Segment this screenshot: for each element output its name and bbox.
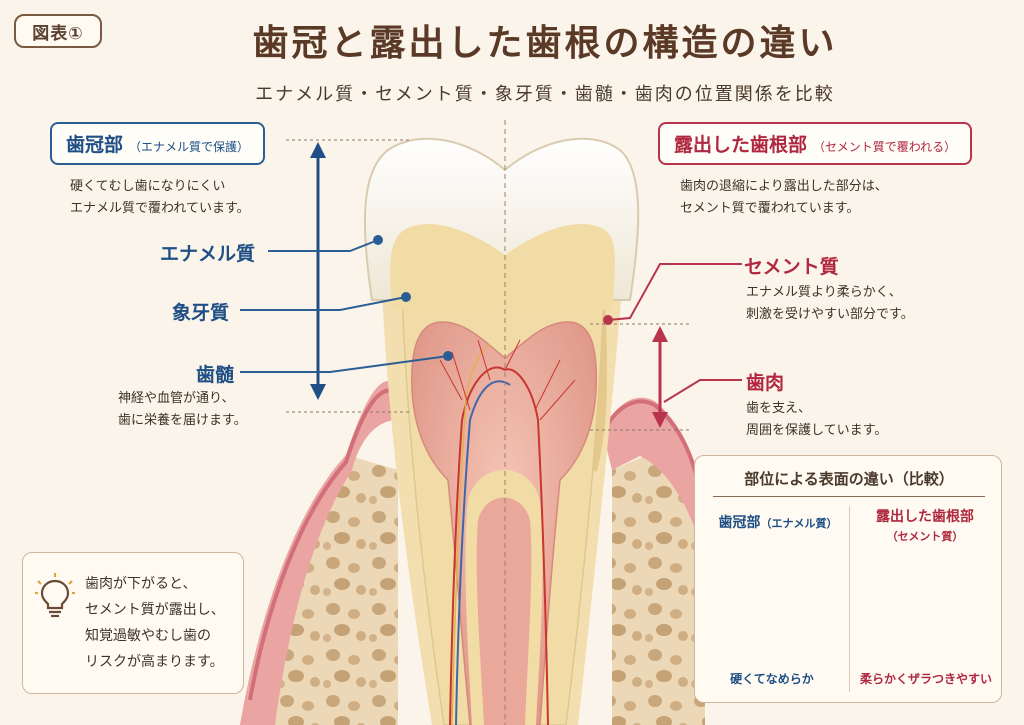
tip-line3: 知覚過敏やむし歯の xyxy=(85,628,211,644)
page-title: 歯冠と露出した歯根の構造の違い xyxy=(252,23,838,64)
comparison-left-heading-row: 歯冠部（エナメル質） xyxy=(713,512,843,532)
dentin-crown xyxy=(390,224,616,310)
leader-cementum xyxy=(607,263,742,321)
crown-desc-line2: エナメル質で覆われています。 xyxy=(70,201,250,216)
comparison-rule xyxy=(713,496,985,497)
nerve-blue xyxy=(455,380,511,725)
arrow-down-icon xyxy=(652,412,668,428)
figure-tag: 図表① xyxy=(14,14,102,48)
pulp-desc-line2: 歯に栄養を届けます。 xyxy=(118,413,247,428)
comparison-divider xyxy=(849,506,850,692)
tip-box: 歯肉が下がると、 セメント質が露出し、 知覚過敏やむし歯の リスクが高まります。 xyxy=(22,552,244,694)
gum-desc-line1: 歯を支え、 xyxy=(746,401,812,416)
arrow-down-icon xyxy=(310,384,326,400)
comparison-right-footer: 柔らかくザラつきやすい xyxy=(859,672,992,686)
label-dentin: 象牙質 xyxy=(172,302,230,324)
crown-desc-line1: 硬くてむし歯になりにくい xyxy=(70,179,226,194)
gum-desc-line2: 周囲を保護しています。 xyxy=(746,423,888,438)
label-gum: 歯肉 xyxy=(746,372,785,394)
crown-heading-box: 歯冠部 （エナメル質で保護） xyxy=(50,122,266,165)
leader-gum xyxy=(663,379,742,403)
alveolar-bone-right xyxy=(612,452,705,725)
comparison-box: 部位による表面の違い（比較） 歯冠部（エナメル質） 露出した歯根部 （セメント質… xyxy=(694,455,1002,703)
leader-enamel xyxy=(268,239,379,252)
comparison-right-note: （セメント質） xyxy=(886,530,964,543)
root-heading: 露出した歯根部 xyxy=(674,134,808,156)
gum-left xyxy=(240,381,398,725)
comparison-left-footer: 硬くてなめらか xyxy=(730,672,814,686)
crown-heading: 歯冠部 xyxy=(66,134,124,156)
label-pulp: 歯髄 xyxy=(196,364,235,386)
comparison-left-note: （エナメル質） xyxy=(760,517,838,530)
pulp-desc-line1: 神経や血管が通り、 xyxy=(118,391,235,406)
nerve-branches xyxy=(439,339,576,421)
nerve-yellow xyxy=(451,344,491,725)
leader-pulp xyxy=(240,355,449,373)
nerve-red-2 xyxy=(504,368,549,725)
arrow-up-icon xyxy=(652,326,668,342)
tip-text: 歯肉が下がると、 セメント質が露出し、 知覚過敏やむし歯の リスクが高まります。 xyxy=(85,571,225,675)
root-desc-line2: セメント質で覆われています。 xyxy=(680,201,860,216)
label-cementum: セメント質 xyxy=(744,256,839,278)
leader-dentin xyxy=(240,296,407,311)
tip-line2: セメント質が露出し、 xyxy=(85,602,225,618)
page-subtitle: エナメル質・セメント質・象牙質・歯髄・歯肉の位置関係を比較 xyxy=(255,84,835,105)
canal-inner xyxy=(476,497,532,725)
gum-left-edge xyxy=(248,388,397,701)
root-desc-line1: 歯肉の退縮により露出した部分は、 xyxy=(680,179,888,194)
gum-right xyxy=(602,397,705,560)
tip-line4: リスクが高まります。 xyxy=(85,654,224,670)
cementum-desc-line1: エナメル質より柔らかく、 xyxy=(746,285,902,300)
comparison-right-heading: 露出した歯根部 xyxy=(876,509,974,525)
root-heading-box: 露出した歯根部 （セメント質で覆われる） xyxy=(658,122,973,165)
comparison-left-heading: 歯冠部 xyxy=(718,515,761,531)
root-heading-note: （セメント質で覆われる） xyxy=(813,140,957,154)
comparison-title: 部位による表面の違い（比較） xyxy=(744,470,954,488)
arrow-up-icon xyxy=(310,142,326,158)
nerve-red xyxy=(449,366,506,725)
label-enamel: エナメル質 xyxy=(160,243,256,265)
lightbulb-icon xyxy=(35,573,75,618)
cementum-desc-line2: 刺激を受けやすい部分です。 xyxy=(746,307,914,322)
tip-line1: 歯肉が下がると、 xyxy=(85,576,197,592)
crown-heading-note: （エナメル質で保護） xyxy=(129,140,250,154)
